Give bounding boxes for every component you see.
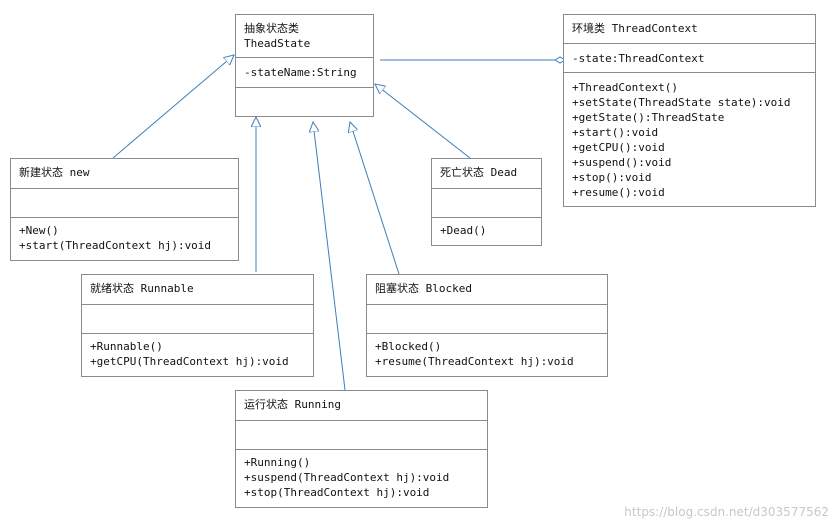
- class-thread-context[interactable]: 环境类 ThreadContext -state:ThreadContext +…: [563, 14, 816, 207]
- attributes-section: [82, 305, 313, 334]
- class-name: 环境类 ThreadContext: [564, 15, 815, 44]
- class-thread-state[interactable]: 抽象状态类 TheadState -stateName:String: [235, 14, 374, 117]
- operations-section: +ThreadContext() +setState(ThreadState s…: [572, 81, 791, 199]
- operations-section: +New() +start(ThreadContext hj):void: [19, 224, 212, 252]
- class-dead-state[interactable]: 死亡状态 Dead +Dead(): [431, 158, 542, 246]
- attributes-section: -stateName:String: [236, 58, 373, 88]
- generalization-dead: [375, 84, 471, 159]
- attributes-section: [236, 421, 487, 450]
- class-runnable-state[interactable]: 就绪状态 Runnable +Runnable() +getCPU(Thread…: [81, 274, 314, 377]
- class-name: 新建状态 new: [11, 159, 238, 189]
- class-name: 抽象状态类 TheadState: [236, 15, 373, 58]
- generalization-blocked: [350, 122, 400, 275]
- operations-section: +Running() +suspend(ThreadContext hj):vo…: [244, 456, 450, 499]
- class-name: 阻塞状态 Blocked: [367, 275, 607, 305]
- class-name: 就绪状态 Runnable: [82, 275, 313, 305]
- class-new-state[interactable]: 新建状态 new +New() +start(ThreadContext hj)…: [10, 158, 239, 261]
- generalization-running: [313, 122, 346, 391]
- operations-section: +Blocked() +resume(ThreadContext hj):voi…: [375, 340, 574, 368]
- attributes-section: [432, 189, 541, 218]
- generalization-new: [112, 55, 234, 159]
- operations-section: [236, 88, 373, 116]
- attributes-section: [11, 189, 238, 218]
- operations-section: +Runnable() +getCPU(ThreadContext hj):vo…: [90, 340, 289, 368]
- class-running-state[interactable]: 运行状态 Running +Running() +suspend(ThreadC…: [235, 390, 488, 508]
- watermark: https://blog.csdn.net/d303577562: [624, 505, 829, 519]
- class-name: 运行状态 Running: [236, 391, 487, 421]
- class-blocked-state[interactable]: 阻塞状态 Blocked +Blocked() +resume(ThreadCo…: [366, 274, 608, 377]
- class-name: 死亡状态 Dead: [432, 159, 541, 189]
- attributes-section: -state:ThreadContext: [564, 44, 815, 73]
- operations-section: +Dead(): [440, 224, 487, 237]
- attributes-section: [367, 305, 607, 334]
